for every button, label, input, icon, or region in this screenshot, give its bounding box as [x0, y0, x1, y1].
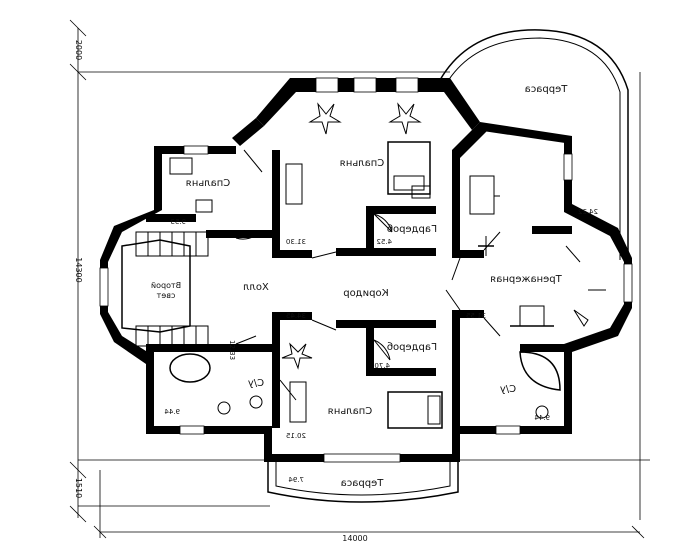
area-wc-left: 9.44: [164, 408, 180, 416]
dimension-bottom-left: 1510: [74, 478, 83, 498]
dimension-top-left: 2000: [74, 40, 83, 60]
area-wc-right: 9.44: [534, 414, 550, 422]
room-label-wc-right: С/у: [500, 384, 516, 395]
area-gym: 31.55: [466, 312, 486, 320]
interior-walls: [146, 122, 572, 428]
room-label-terrace-bottom: Терраса: [341, 478, 385, 489]
room-label-terrace-top: Терраса: [525, 84, 569, 95]
area-bedroom-left: 9.53: [170, 218, 186, 226]
room-label-wc-left: С/у: [248, 378, 264, 389]
area-wardrobe-bottom: 4.70: [374, 362, 390, 370]
stair-label-line1: Второй: [151, 281, 181, 290]
staircase: [121, 231, 209, 347]
doors: [235, 149, 501, 401]
room-label-wardrobe-top: Гардероб: [387, 224, 437, 235]
outer-walls: [100, 78, 632, 462]
area-corridor: 34.45: [286, 312, 306, 320]
area-hall-a: 31.30: [286, 238, 306, 246]
room-label-bedroom-top: Спальня: [340, 158, 385, 169]
terrace-bottom-outline: [267, 460, 459, 503]
room-label-gym: Тренажерная: [490, 274, 562, 285]
area-terrace-bottom: 7.94: [288, 476, 304, 484]
area-bedroom-bottom: 20.15: [286, 432, 306, 440]
area-gym-b: 24.22: [578, 208, 598, 216]
room-label-hall: Холл: [243, 282, 269, 293]
room-label-bedroom-bottom: Спальня: [328, 406, 373, 417]
stair-label-line2: свет: [156, 291, 175, 300]
room-labels: Спальня Спальня Спальня Холл Коридор Гар…: [151, 84, 568, 489]
area-hall-b: 12.33: [228, 340, 236, 360]
area-wardrobe-top: 4.52: [376, 238, 392, 246]
area-labels: 9.53 31.30 12.33 4.52 31.55 24.22 34.45 …: [164, 208, 598, 484]
dimension-left-total: 14300: [74, 257, 83, 282]
room-label-bedroom-left: Спальня: [186, 178, 231, 189]
dimension-bottom-total: 14000: [342, 534, 367, 543]
room-label-wardrobe-bottom: Гардероб: [387, 342, 437, 353]
furniture: [169, 102, 606, 429]
room-label-corridor: Коридор: [343, 288, 388, 299]
windows: [99, 77, 633, 463]
